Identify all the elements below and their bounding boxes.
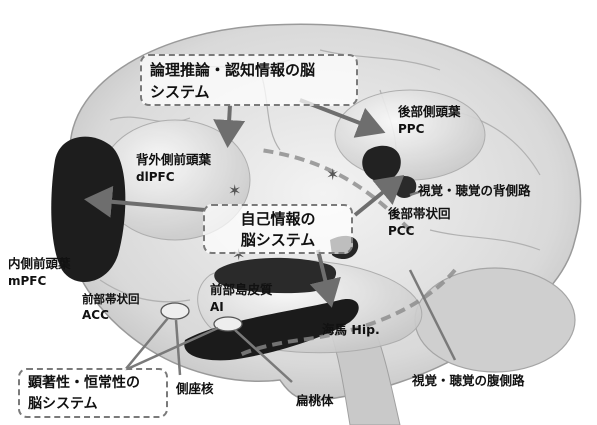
logic-system-line1: 論理推論・認知情報の脳	[150, 59, 348, 81]
ai-label: 前部島皮質 AI	[210, 282, 273, 315]
self-system-box: 自己情報の 脳システム	[203, 204, 353, 254]
ppc-label: 後部側頭葉 PPC	[398, 104, 461, 137]
logic-system-line2: システム	[150, 81, 348, 103]
star-marker: ✶	[228, 181, 241, 200]
dlpfc-label-en: dlPFC	[136, 170, 211, 185]
ai-label-en: AI	[210, 300, 273, 315]
dlpfc-label: 背外側前頭葉 dlPFC	[136, 152, 211, 185]
pcc-label-ja: 後部帯状回	[388, 206, 451, 221]
nacc-label: 側座核	[176, 381, 214, 397]
pcc-label-en: PCC	[388, 224, 451, 239]
nacc-marker	[161, 303, 189, 319]
acc-label-ja: 前部帯状回	[82, 292, 140, 306]
acc-label: 前部帯状回 ACC	[82, 292, 140, 323]
self-system-line2: 脳システム	[215, 230, 341, 251]
acc-label-en: ACC	[82, 308, 140, 323]
ppc-label-ja: 後部側頭葉	[398, 104, 461, 119]
logic-system-box: 論理推論・認知情報の脳 システム	[140, 54, 358, 106]
salience-system-box: 顕著性・恒常性の 脳システム	[18, 368, 168, 418]
dlpfc-label-ja: 背外側前頭葉	[136, 152, 211, 167]
mpfc-label-ja: 内側前頭葉	[8, 256, 71, 271]
arrow-logic-to-dlpfc	[228, 105, 230, 140]
mpfc-label-en: mPFC	[8, 274, 71, 289]
hippocampus-label: 海馬 Hip.	[322, 322, 380, 338]
salience-system-line1: 顕著性・恒常性の	[28, 373, 158, 394]
salience-system-line2: 脳システム	[28, 394, 158, 415]
ai-label-ja: 前部島皮質	[210, 282, 273, 297]
mpfc-label: 内側前頭葉 mPFC	[8, 256, 71, 289]
self-system-line1: 自己情報の	[215, 209, 341, 230]
pcc-label: 後部帯状回 PCC	[388, 206, 451, 239]
ppc-label-en: PPC	[398, 122, 461, 137]
ventral-pathway-label: 視覚・聴覚の腹側路	[412, 373, 525, 389]
dorsal-pathway-label: 視覚・聴覚の背側路	[418, 183, 531, 199]
amygdala-label: 扁桃体	[296, 393, 334, 409]
star-marker: ✶	[326, 165, 339, 184]
